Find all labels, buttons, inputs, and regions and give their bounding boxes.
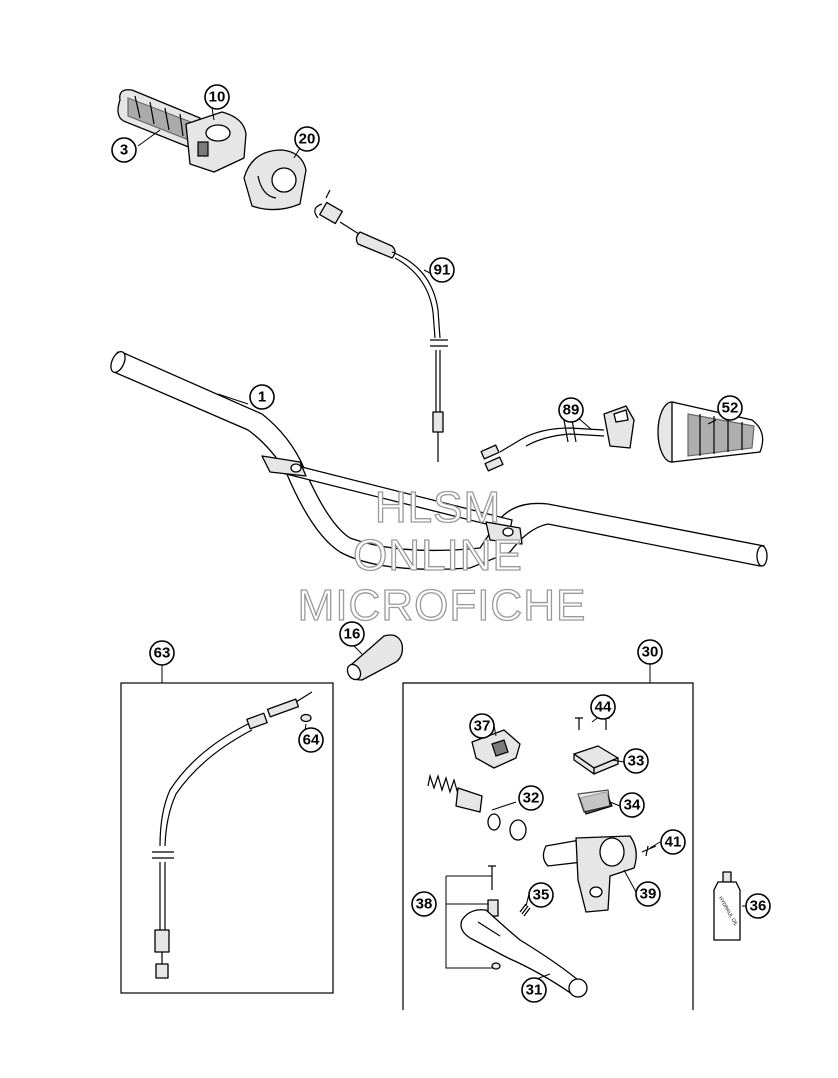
callout-p32[interactable]: 32	[518, 785, 544, 811]
callout-p10-label: 10	[209, 89, 226, 106]
callout-p20-label: 20	[299, 131, 316, 148]
callout-p64-label: 64	[303, 732, 320, 749]
adjuster-screw-part[interactable]	[519, 903, 531, 917]
end-cap-part[interactable]	[345, 634, 404, 682]
callout-p63-label: 63	[154, 645, 171, 662]
throttle-grip-part[interactable]	[117, 89, 201, 151]
callout-p32-label: 32	[523, 790, 540, 807]
reservoir-cap-part[interactable]	[573, 745, 619, 775]
brake-lever-part[interactable]	[460, 909, 588, 998]
callout-p30-label: 30	[642, 644, 659, 661]
callout-p91[interactable]: 91	[429, 257, 455, 283]
callout-p31[interactable]: 31	[521, 977, 547, 1003]
switch-part[interactable]	[480, 405, 635, 472]
callout-p41[interactable]: 41	[660, 829, 686, 855]
callout-p37-label: 37	[474, 718, 491, 735]
callout-p36[interactable]: 36	[745, 893, 771, 919]
callout-p63[interactable]: 63	[149, 640, 175, 666]
callout-p30[interactable]: 30	[637, 639, 663, 665]
callout-p36-label: 36	[750, 898, 767, 915]
callout-p16-label: 16	[344, 626, 361, 643]
callout-p39-label: 39	[640, 886, 657, 903]
left-grip-part[interactable]	[657, 401, 764, 463]
handlebar-part[interactable]	[108, 350, 768, 570]
watermark-line-2: ONLINE	[353, 531, 523, 580]
watermark: HLSM ONLINE MICROFICHE	[297, 482, 587, 630]
callout-p35-label: 35	[533, 887, 550, 904]
callout-p33[interactable]: 33	[623, 748, 649, 774]
callout-p37[interactable]: 37	[469, 713, 495, 739]
callout-p1-label: 1	[258, 389, 266, 406]
clutch-cable-box	[120, 682, 334, 994]
housing-cover-part[interactable]	[243, 149, 307, 211]
callout-p89-label: 89	[563, 402, 580, 419]
pivot-bolt-part[interactable]	[445, 865, 501, 970]
watermark-line-1: HLSM	[375, 483, 501, 532]
callout-p44-label: 44	[595, 699, 612, 716]
oil-bottle-part[interactable]: HYDRAUL OIL	[713, 871, 741, 941]
callout-p91-label: 91	[434, 262, 451, 279]
diaphragm-part[interactable]	[577, 789, 613, 815]
callout-p33-label: 33	[628, 753, 645, 770]
piston-kit-part[interactable]	[427, 773, 527, 841]
clutch-cable-part[interactable]	[152, 691, 313, 979]
watermark-line-3: MICROFICHE	[298, 581, 587, 630]
callout-p44[interactable]: 44	[590, 694, 616, 720]
master-cylinder-part[interactable]	[542, 835, 637, 913]
callout-p34[interactable]: 34	[619, 792, 645, 818]
throttle-housing-part[interactable]	[185, 111, 247, 173]
callout-p38[interactable]: 38	[411, 891, 437, 917]
callout-p89[interactable]: 89	[558, 397, 584, 423]
cap-screws-part[interactable]	[575, 717, 610, 730]
callout-p1[interactable]: 1	[249, 384, 275, 410]
callout-p52[interactable]: 52	[717, 395, 743, 421]
clamp-part[interactable]	[471, 729, 521, 769]
callout-p41-label: 41	[665, 834, 682, 851]
callout-p20[interactable]: 20	[294, 126, 320, 152]
callout-p64[interactable]: 64	[298, 727, 324, 753]
cable-assembly-part[interactable]	[314, 189, 448, 462]
master-cylinder-box	[402, 682, 694, 1010]
callout-p39[interactable]: 39	[635, 881, 661, 907]
callout-p35[interactable]: 35	[528, 882, 554, 908]
callout-p10[interactable]: 10	[204, 84, 230, 110]
callout-p31-label: 31	[526, 982, 543, 999]
callout-p3-label: 3	[120, 142, 128, 159]
callout-p16[interactable]: 16	[339, 621, 365, 647]
callout-p3[interactable]: 3	[111, 137, 137, 163]
callout-p38-label: 38	[416, 896, 433, 913]
callout-p34-label: 34	[624, 797, 641, 814]
screw-part[interactable]	[641, 845, 657, 857]
callout-p52-label: 52	[722, 400, 739, 417]
